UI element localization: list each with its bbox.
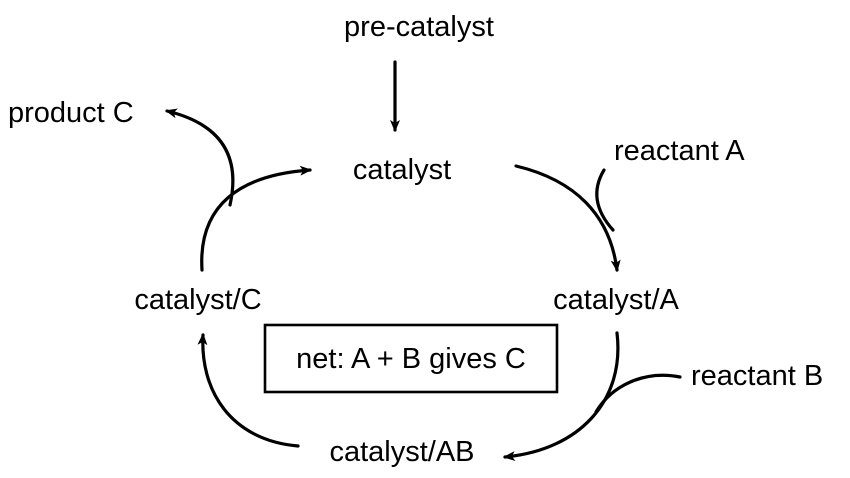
label-pre-catalyst: pre-catalyst [344,11,494,43]
arrow-to-product-c [165,108,235,207]
arrow-catalyst-a-to-catalyst-ab [503,331,620,462]
label-reactant-b: reactant B [691,360,823,392]
net-reaction-box [263,323,559,394]
label-catalyst-a: catalyst/A [553,284,679,316]
arrow-reactant-a-entry [595,168,615,232]
arrow-catalyst-to-catalyst-a [514,164,621,272]
label-catalyst: catalyst [353,154,451,186]
arrow-reactant-b-entry [594,373,682,414]
label-reactant-a: reactant A [614,135,745,167]
arrow-catalyst-ab-to-catalyst-c [197,333,300,448]
label-catalyst-ab: catalyst/AB [329,436,474,468]
label-catalyst-c: catalyst/C [134,284,261,316]
label-product-c: product C [8,97,134,129]
arrow-catalyst-c-to-catalyst [200,165,312,272]
label-net-reaction: net: A + B gives C [296,343,526,375]
